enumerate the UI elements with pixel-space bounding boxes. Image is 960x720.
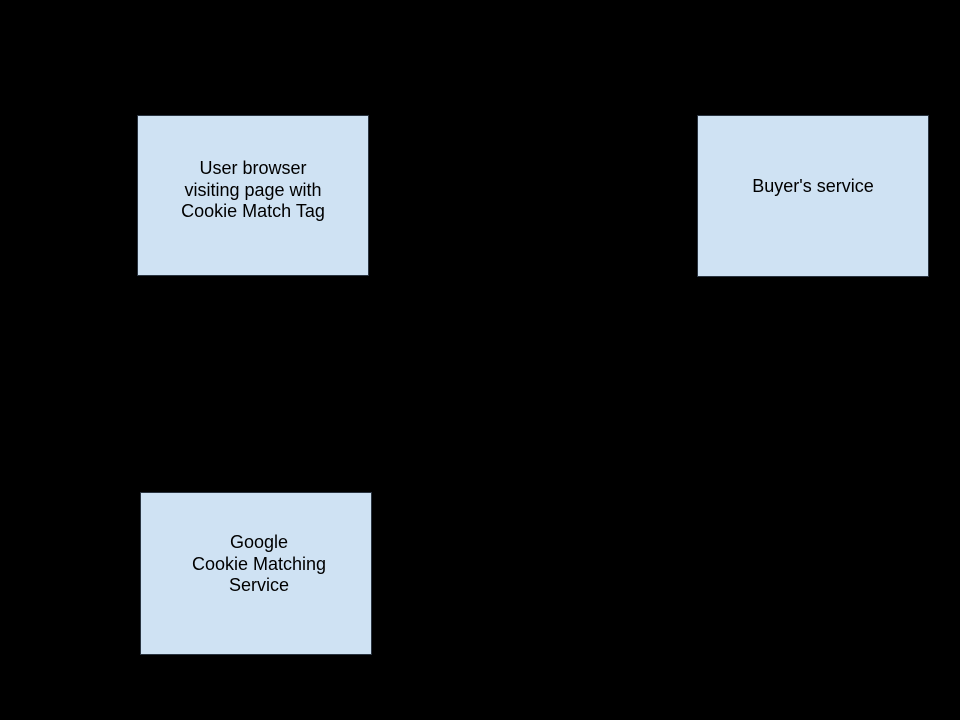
node-google-cookie-matching-service: Google Cookie Matching Service bbox=[140, 492, 372, 655]
node-buyers-service: Buyer's service bbox=[697, 115, 929, 277]
node-user-browser: User browser visiting page with Cookie M… bbox=[137, 115, 369, 276]
node-google-cookie-matching-service-label: Google Cookie Matching Service bbox=[191, 532, 327, 596]
node-buyers-service-label: Buyer's service bbox=[752, 176, 874, 197]
node-user-browser-label: User browser visiting page with Cookie M… bbox=[181, 158, 325, 222]
